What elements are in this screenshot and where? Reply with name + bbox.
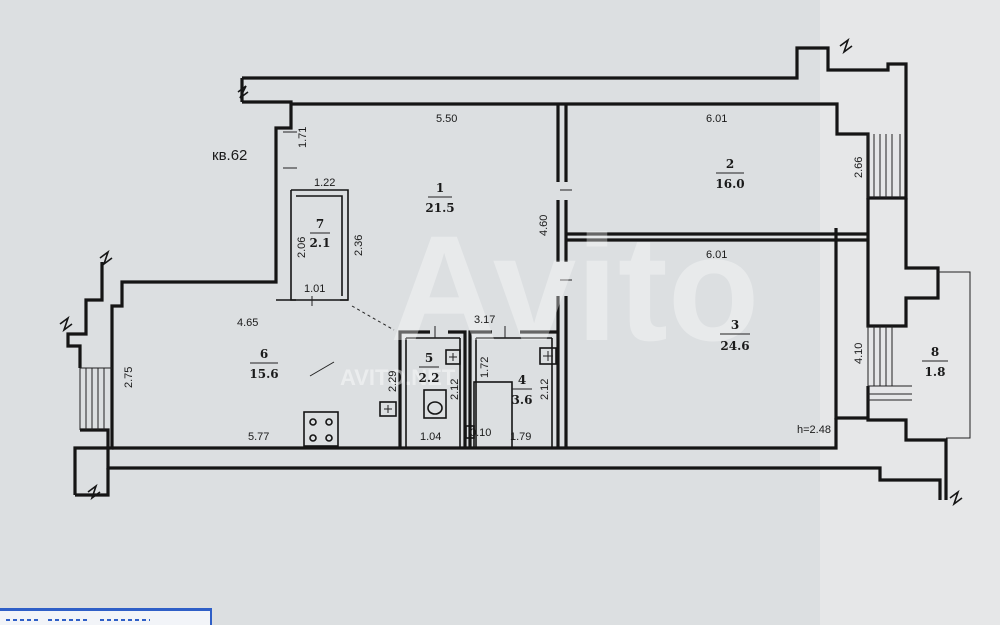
window-right-lower — [867, 326, 912, 401]
dim-1-79: 1.79 — [510, 431, 531, 443]
dim-1-04: 1.04 — [420, 431, 441, 443]
svg-text:4: 4 — [518, 373, 526, 387]
room-label-8: 8 1.8 — [922, 345, 948, 379]
dim-4-65: 4.65 — [237, 317, 258, 329]
wall-right-lower — [866, 386, 948, 500]
svg-text:7: 7 — [316, 217, 324, 231]
watermark-sub: AVITO.NET — [340, 365, 456, 390]
svg-text:3: 3 — [731, 318, 739, 332]
dim-2-12-a: 2.12 — [449, 379, 461, 400]
dim-1-71: 1.71 — [297, 127, 309, 148]
svg-text:2.2: 2.2 — [419, 371, 440, 385]
svg-text:2.1: 2.1 — [310, 236, 331, 250]
dim-2-12-b: 2.12 — [539, 379, 551, 400]
dim-1-72: 1.72 — [479, 357, 491, 378]
svg-text:1.8: 1.8 — [925, 365, 946, 379]
svg-text:8: 8 — [931, 345, 939, 359]
dim-1-22: 1.22 — [314, 177, 335, 189]
svg-text:5: 5 — [425, 351, 433, 365]
outer-wall-left — [66, 262, 104, 368]
inner-wall-top — [73, 100, 293, 495]
room-label-3: 3 24.6 — [720, 318, 750, 353]
svg-text:3.6: 3.6 — [512, 393, 533, 407]
dim-6-01-mid: 6.01 — [706, 249, 727, 261]
dim-3-17: 3.17 — [474, 314, 495, 326]
svg-text:24.6: 24.6 — [720, 339, 749, 353]
outer-wall-bottom-left — [75, 468, 110, 497]
inner-wall-bottom — [112, 418, 838, 450]
svg-text:6: 6 — [260, 347, 268, 361]
dimension-ticks — [283, 131, 572, 338]
break-marks — [59, 37, 963, 507]
ceiling-height-label: h=2.48 — [797, 424, 831, 436]
svg-text:21.5: 21.5 — [425, 201, 454, 215]
dim-2-75: 2.75 — [123, 367, 135, 388]
dim-0-10: 0.10 — [470, 427, 491, 439]
svg-text:15.6: 15.6 — [249, 367, 278, 381]
watermark-brand: Avito — [390, 204, 759, 372]
window-left — [79, 367, 112, 430]
dim-2-66: 2.66 — [853, 157, 865, 178]
dim-5-50: 5.50 — [436, 113, 457, 125]
outer-wall-top — [242, 46, 908, 132]
dim-2-06: 2.06 — [296, 237, 308, 258]
outer-wall-bottom — [80, 428, 942, 500]
room-label-4: 4 3.6 — [512, 373, 533, 407]
paper-fold — [820, 0, 1000, 625]
dim-5-77: 5.77 — [248, 431, 269, 443]
room-label-5: 5 2.2 — [419, 351, 440, 385]
dim-4-10: 4.10 — [853, 343, 865, 364]
window-right-upper — [867, 134, 901, 198]
svg-text:2: 2 — [726, 157, 734, 171]
dim-1-01: 1.01 — [304, 283, 325, 295]
dim-2-36: 2.36 — [353, 235, 365, 256]
room-label-1: 1 21.5 — [425, 181, 454, 215]
room-label-7: 7 2.1 — [310, 217, 331, 250]
stamp-strip — [0, 608, 212, 625]
svg-text:16.0: 16.0 — [715, 177, 744, 191]
dim-6-01-top: 6.01 — [706, 113, 727, 125]
dim-4-60: 4.60 — [538, 215, 550, 236]
room-label-2: 2 16.0 — [715, 157, 744, 191]
apartment-label: кв.62 — [212, 147, 247, 164]
svg-text:1: 1 — [436, 181, 444, 195]
partitions — [276, 104, 971, 449]
dim-2-29: 2.29 — [387, 371, 399, 392]
room-label-6: 6 15.6 — [249, 347, 278, 381]
